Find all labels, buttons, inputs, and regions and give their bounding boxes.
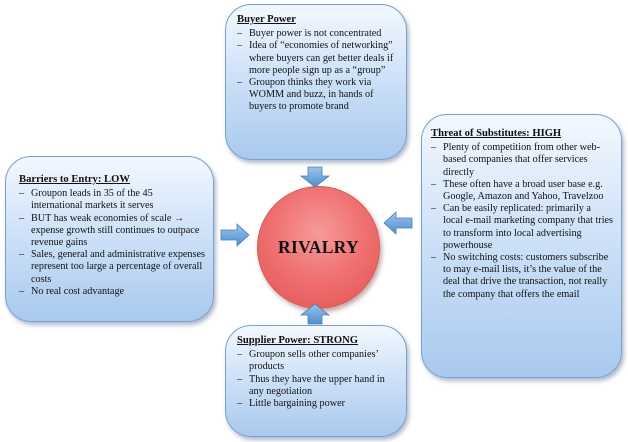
barriers-to-entry-box: Barriers to Entry: LOW Groupon leads in …	[5, 156, 214, 322]
supplier-power-box: Supplier Power: STRONG Groupon sells oth…	[225, 325, 407, 437]
rivalry-circle: RIVALRY	[257, 186, 380, 309]
barriers-to-entry-list: Groupon leads in 35 of the 45 internatio…	[19, 188, 205, 298]
list-item: Buyer power is not concentrated	[237, 28, 398, 40]
list-item: No real cost advantage	[19, 286, 205, 298]
buyer-power-box: Buyer Power Buyer power is not concentra…	[225, 4, 407, 160]
arrow-up-icon	[300, 303, 330, 325]
list-item: Groupon leads in 35 of the 45 internatio…	[19, 188, 205, 212]
list-item: Groupon sells other companies’ products	[237, 349, 400, 373]
list-item: Little bargaining power	[237, 398, 400, 410]
supplier-power-title: Supplier Power: STRONG	[237, 335, 359, 346]
list-item: No switching costs: customers subscribe …	[431, 252, 613, 301]
list-item: BUT has weak economies of scale → expens…	[19, 213, 205, 250]
list-item: Groupon thinks they work via WOMM and bu…	[237, 77, 398, 114]
threat-of-substitutes-list: Plenty of competition from other web-bas…	[431, 142, 613, 301]
list-item: Sales, general and administrative expens…	[19, 249, 205, 286]
supplier-power-list: Groupon sells other companies’ products …	[237, 349, 400, 410]
list-item: Idea of “economies of networking” where …	[237, 40, 398, 77]
threat-of-substitutes-title: Threat of Substitutes: HIGH	[431, 128, 562, 139]
list-item: Plenty of competition from other web-bas…	[431, 142, 613, 179]
buyer-power-title: Buyer Power	[237, 14, 296, 25]
list-item: Can be easily replicated: primarily a lo…	[431, 203, 613, 252]
buyer-power-list: Buyer power is not concentrated Idea of …	[237, 28, 398, 113]
arrow-down-icon	[300, 166, 330, 188]
rivalry-label: RIVALRY	[278, 237, 359, 257]
arrow-right-icon	[220, 223, 250, 247]
list-item: These often have a broad user base e.g. …	[431, 179, 613, 203]
list-item: Thus they have the upper hand in any neg…	[237, 374, 400, 398]
arrow-left-icon	[383, 211, 413, 235]
barriers-to-entry-title: Barriers to Entry: LOW	[19, 174, 130, 185]
threat-of-substitutes-box: Threat of Substitutes: HIGH Plenty of co…	[421, 114, 622, 378]
